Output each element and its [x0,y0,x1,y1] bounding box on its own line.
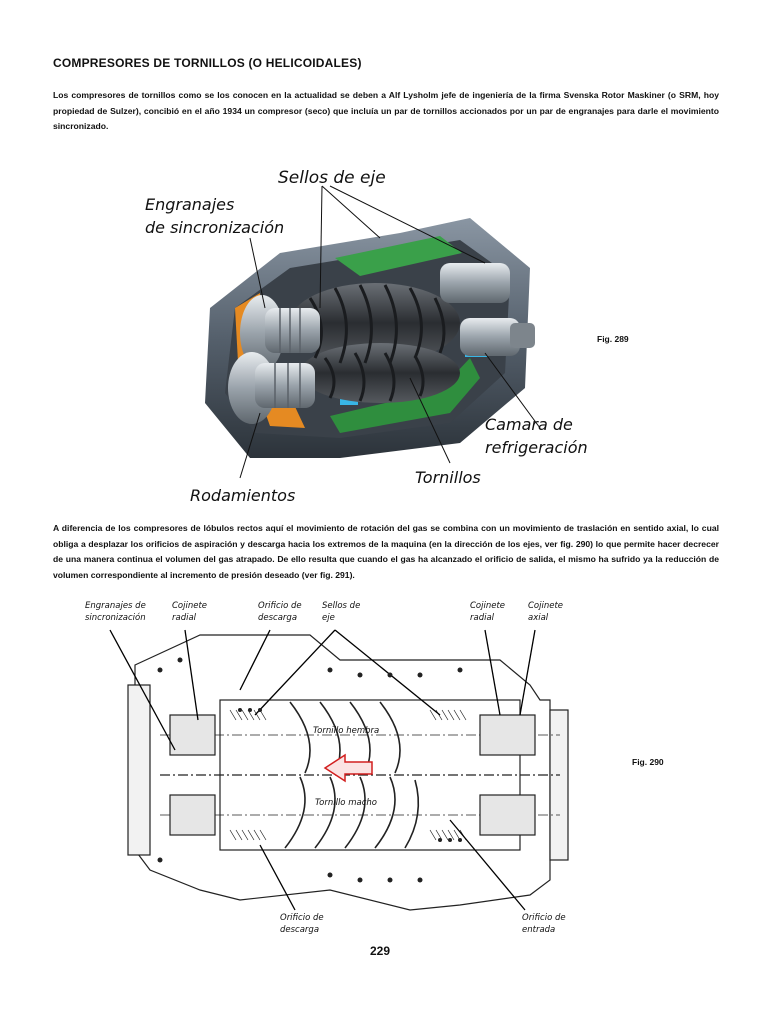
figure-289-compressor-cutaway: Sellos de eje Engranajes de sincronizaci… [145,168,588,505]
body-paragraph: A diferencia de los compresores de lóbul… [53,523,719,580]
page-number: 229 [370,944,391,958]
callout-engranajes-l2: sincronización [85,612,146,623]
figure-289-label: Fig. 289 [597,334,629,344]
flow-direction-arrow [323,753,373,783]
callout-cojinete-radial-l2: radial [172,613,197,623]
callout-engranajes-l1: Engranajes [145,195,234,214]
screw-helices [284,701,420,849]
callout-cojinete-axial-l1: Cojinete [528,601,563,611]
figure-290-section-drawing: Engranajes de sincronización Cojinete ra… [85,601,569,935]
left-gears [228,295,320,424]
cooling-chamber-top [335,236,462,276]
cooling-chamber-bottom [330,358,480,433]
callout-engranajes-l1: Engranajes de [85,601,146,611]
label-tornillo-macho: Tornillo macho [315,798,377,808]
section-heading: COMPRESORES DE TORNILLOS (O HELICOIDALES… [53,56,362,70]
callout-sellos-l1: Sellos de [322,601,360,611]
callout-orificio-descarga-bottom-l1: Orificio de [280,913,324,923]
figure-290-label: Fig. 290 [632,757,664,767]
screw-rotors [290,283,460,403]
callout-rodamientos: Rodamientos [190,486,295,505]
callout-camara-l2: refrigeración [485,438,588,457]
callout-camara-l1: Camara de [485,415,573,434]
callout-sellos-l2: eje [322,613,335,623]
callout-cojinete-radial-l1: Cojinete [172,601,207,611]
callout-engranajes-l2: de sincronización [145,218,284,237]
callout-orificio-descarga-top-l1: Orificio de [258,601,302,611]
callout-orificio-descarga-bottom-l2: descarga [280,925,319,935]
callout-orificio-entrada-l2: entrada [522,925,555,935]
callout-sellos-de-eje: Sellos de eje [278,168,386,188]
callout-cojinete-axial-l2: axial [528,613,549,623]
callout-orificio-entrada-l1: Orificio de [522,913,566,923]
callout-cojinete-radial-right-l2: radial [470,613,495,623]
right-bearings [440,263,535,356]
callout-cojinete-radial-right-l1: Cojinete [470,601,505,611]
casing-outline [134,634,551,911]
intro-paragraph: Los compresores de tornillos como se los… [53,90,719,131]
callout-tornillos: Tornillos [415,468,481,487]
callout-orificio-descarga-top-l2: descarga [258,613,297,623]
label-tornillo-hembra: Tornillo hembra [313,726,379,736]
